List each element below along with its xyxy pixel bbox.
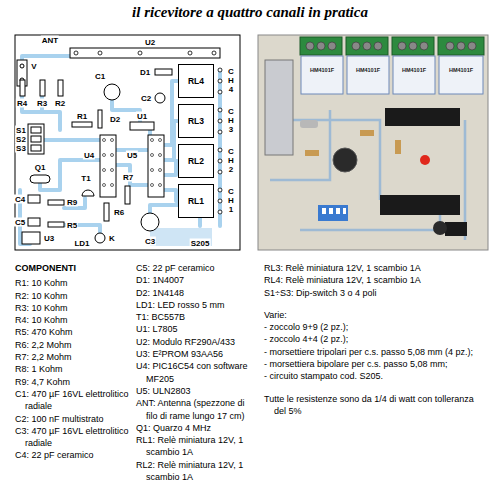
parts-list-entry: D1: 1N4007 xyxy=(136,274,258,286)
part-label: D1 xyxy=(139,68,151,77)
part-label: K xyxy=(108,234,116,243)
parts-list-entry: U2: Modulo RF290A/433 xyxy=(136,336,258,348)
parts-list-entry: C5: 22 pF ceramico xyxy=(136,262,258,274)
part-label: S2 xyxy=(15,135,27,144)
parts-list-entry: C4: 22 pF ceramico xyxy=(15,449,131,461)
part-label: Q1 xyxy=(34,163,47,172)
part-label: R4 xyxy=(16,99,28,108)
parts-list-entry: U3: E²PROM 93AA56 xyxy=(136,348,258,360)
parts-list-entry: - zoccolo 9+9 (2 pz.); xyxy=(264,321,486,333)
part-label: LD1 xyxy=(73,239,90,248)
parts-list-entry: - circuito stampato cod. S205. xyxy=(264,370,486,382)
parts-list-entry: - morsettiere tripolari per c.s. passo 5… xyxy=(264,346,486,358)
parts-list-entry: - morsettiera bipolare per c.s. passo 5,… xyxy=(264,358,486,370)
parts-list-entry: RL4: Relè miniatura 12V, 1 scambio 1A xyxy=(264,274,486,286)
part-label: C2 xyxy=(140,94,152,103)
board-photo xyxy=(258,35,488,250)
parts-list-entry: U4: PIC16C54 con software MF205 xyxy=(136,360,258,385)
list-heading: COMPONENTI xyxy=(15,262,131,274)
parts-list-entry: T1: BC557B xyxy=(136,311,258,323)
parts-list-column: COMPONENTI R1: 10 KohmR2: 10 KohmR3: 10 K… xyxy=(15,262,131,462)
parts-list-column: C5: 22 pF ceramicoD1: 1N4007D2: 1N4148LD… xyxy=(136,262,258,483)
parts-list-entry: RL2: Relè miniatura 12V, 1 scambio 1A xyxy=(136,459,258,484)
relay-label: RL1 xyxy=(188,196,204,206)
parts-list-entry: R5: 470 Kohm xyxy=(15,326,131,338)
parts-list-entry: U1: L7805 xyxy=(136,323,258,335)
relay-box: RL3 xyxy=(178,104,214,138)
part-label: R5 xyxy=(66,221,78,230)
channel-label: CH4 xyxy=(227,68,235,94)
parts-list-entry: R2: 10 Kohm xyxy=(15,290,131,302)
pcb-layout xyxy=(15,35,240,250)
relay-label: RL3 xyxy=(188,116,204,126)
part-label: C3 xyxy=(144,237,156,246)
parts-list-entry: R6: 2,2 Mohm xyxy=(15,339,131,351)
part-label: ANT xyxy=(41,36,59,45)
part-label: R3 xyxy=(36,99,48,108)
parts-list-entry: R1: 10 Kohm xyxy=(15,277,131,289)
part-label: S3 xyxy=(15,144,27,153)
relay-marking: HM4101F xyxy=(402,67,426,73)
parts-list-entry: Q1: Quarzo 4 MHz xyxy=(136,422,258,434)
page-title: il ricevitore a quattro canali in pratic… xyxy=(0,4,500,21)
part-label: U5 xyxy=(126,151,138,160)
parts-list-entry: C2: 100 nF multistrato xyxy=(15,413,131,425)
part-label: T1 xyxy=(80,174,91,183)
channel-label: CH3 xyxy=(227,108,235,134)
relay-marking: HM4101F xyxy=(449,67,473,73)
part-label: R6 xyxy=(113,208,125,217)
part-label: C1 xyxy=(94,72,106,81)
parts-list-entry: R7: 2,2 Mohm xyxy=(15,351,131,363)
part-label: D2 xyxy=(109,115,121,124)
part-label: U1 xyxy=(136,112,148,121)
part-label: C4 xyxy=(14,195,26,204)
parts-list-entry: R8: 1 Kohm xyxy=(15,363,131,375)
relay-box: RL1 xyxy=(178,184,214,218)
parts-list-entry: Tutte le resistenze sono da 1/4 di watt … xyxy=(264,393,486,418)
parts-list-entry: D2: 1N4148 xyxy=(136,287,258,299)
relay-marking: HM4101F xyxy=(310,67,334,73)
part-label: V xyxy=(30,62,37,71)
parts-list-entry: ANT: Antenna (spezzone di filo di rame l… xyxy=(136,397,258,422)
channel-label: CH2 xyxy=(227,148,235,174)
part-label: R7 xyxy=(122,173,134,182)
channel-label: CH1 xyxy=(227,188,235,214)
part-label: R1 xyxy=(76,112,88,121)
relay-label: RL4 xyxy=(188,76,204,86)
part-label: U4 xyxy=(83,151,95,160)
relay-box: RL4 xyxy=(178,64,214,98)
part-label: R2 xyxy=(54,99,66,108)
relay-label: RL2 xyxy=(188,156,204,166)
part-label: U3 xyxy=(43,234,55,243)
parts-list-entry: Varie: xyxy=(264,309,486,321)
parts-list-entry: C1: 470 µF 16VL elettrolitico radiale xyxy=(15,388,131,413)
parts-list-entry: R9: 4,7 Kohm xyxy=(15,376,131,388)
parts-list-entry: R4: 10 Kohm xyxy=(15,314,131,326)
parts-list-entry: RL1: Relè miniatura 12V, 1 scambio 1A xyxy=(136,434,258,459)
parts-list-entry: U5: ULN2803 xyxy=(136,385,258,397)
part-label: S205 xyxy=(190,239,211,248)
part-label: U2 xyxy=(144,38,156,47)
part-label: S1 xyxy=(15,126,27,135)
parts-list-column: RL3: Relè miniatura 12V, 1 scambio 1ARL4… xyxy=(264,262,486,417)
parts-list-entry: S1÷S3: Dip-switch 3 o 4 poli xyxy=(264,287,486,299)
parts-list-entry: - zoccolo 4+4 (2 pz.); xyxy=(264,333,486,345)
parts-list-entry: C3: 470 µF 16VL elettrolitico radiale xyxy=(15,425,131,450)
part-label: R9 xyxy=(66,198,78,207)
relay-marking: HM4101F xyxy=(356,67,380,73)
part-label: C5 xyxy=(14,218,26,227)
parts-list-entry: LD1: LED rosso 5 mm xyxy=(136,299,258,311)
relay-box: RL2 xyxy=(178,144,214,178)
parts-list-entry: R3: 10 Kohm xyxy=(15,302,131,314)
parts-list-entry: RL3: Relè miniatura 12V, 1 scambio 1A xyxy=(264,262,486,274)
